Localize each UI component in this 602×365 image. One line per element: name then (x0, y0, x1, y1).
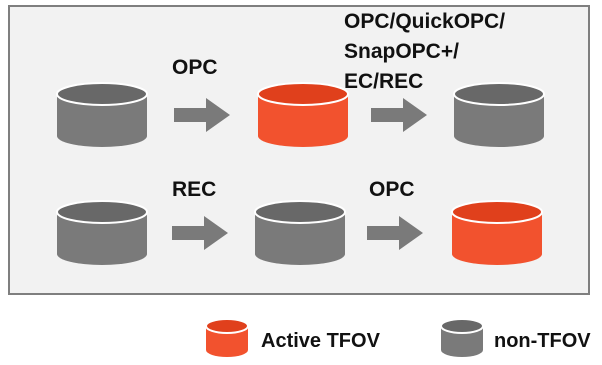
legend-inactive-swatch (440, 318, 484, 357)
transition-label-r2-a2: OPC (369, 178, 415, 201)
volume-cylinder-r2-c2 (254, 200, 346, 265)
arrow-r2-a2 (367, 216, 423, 250)
volume-cylinder-r1-c2 (257, 82, 349, 147)
legend-active-swatch (205, 318, 249, 357)
transition-label-r2-a1: REC (172, 178, 217, 201)
volume-cylinder-r1-c3 (453, 82, 545, 147)
transition-label-r1-a2-line1: OPC/QuickOPC/ (344, 10, 506, 33)
transition-label-r1-a2-line3: EC/REC (344, 70, 424, 93)
legend-active-label: Active TFOV (261, 330, 380, 352)
legend-inactive-label: non-TFOV (494, 330, 591, 352)
arrow-r1-a1 (174, 98, 230, 132)
volume-cylinder-r1-c1 (56, 82, 148, 147)
arrow-r2-a1 (172, 216, 228, 250)
volume-cylinder-r2-c1 (56, 200, 148, 265)
transition-label-r1-a1: OPC (172, 56, 218, 79)
arrow-r1-a2 (371, 98, 427, 132)
transition-label-r1-a2-line2: SnapOPC+/ (344, 40, 459, 63)
volume-cylinder-r2-c3 (451, 200, 543, 265)
